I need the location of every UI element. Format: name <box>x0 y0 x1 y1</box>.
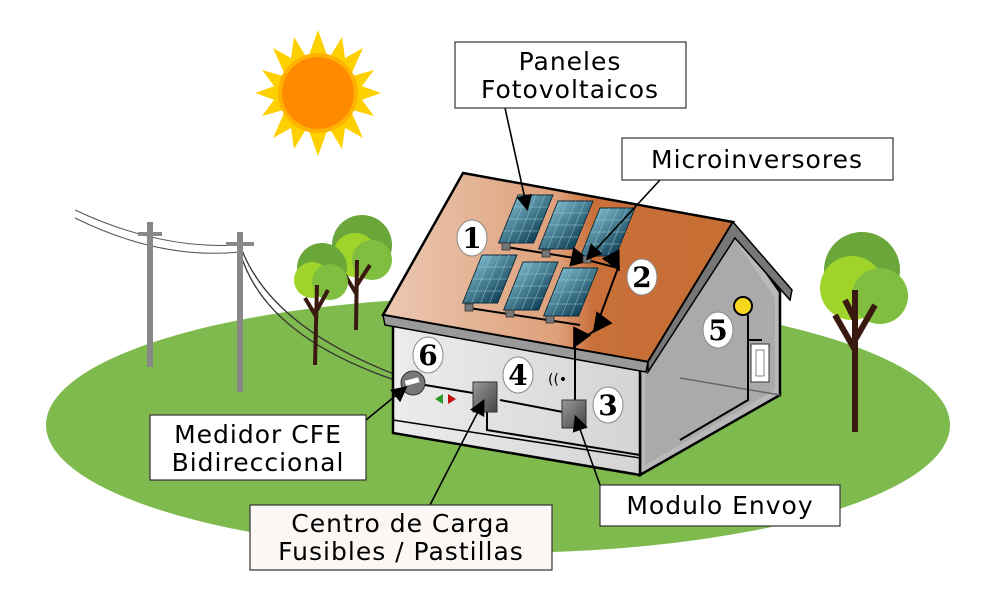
label-paneles-fotovoltaicos: Paneles Fotovoltaicos <box>454 41 687 109</box>
import-arrow-icon <box>435 394 443 404</box>
label-modulo-envoy: Modulo Envoy <box>599 484 841 527</box>
number-marker-6: 6 <box>412 336 444 374</box>
svg-text:Modulo Envoy: Modulo Envoy <box>626 491 813 520</box>
svg-text:Centro de Carga: Centro de Carga <box>291 509 510 538</box>
label-microinversores: Microinversores <box>621 137 894 181</box>
envoy-module <box>561 399 587 429</box>
number-marker-3: 3 <box>592 386 624 424</box>
label-centro-de-carga: Centro de Carga Fusibles / Pastillas <box>249 504 553 571</box>
svg-text:Fusibles / Pastillas: Fusibles / Pastillas <box>278 537 524 566</box>
number-marker-2: 2 <box>626 258 658 296</box>
sun-icon <box>255 30 381 156</box>
wireless-icon: ((• <box>548 372 567 388</box>
svg-text:1: 1 <box>462 222 481 255</box>
number-marker-4: 4 <box>502 356 534 394</box>
svg-text:4: 4 <box>508 359 527 392</box>
svg-text:Microinversores: Microinversores <box>651 145 863 174</box>
utility-pole <box>147 222 153 367</box>
svg-text:Fotovoltaicos: Fotovoltaicos <box>481 75 659 104</box>
light-bulb <box>733 296 753 316</box>
svg-text:6: 6 <box>418 339 437 372</box>
svg-text:Bidireccional: Bidireccional <box>172 448 345 477</box>
svg-text:Paneles: Paneles <box>519 47 622 76</box>
label-medidor-cfe: Medidor CFE Bidireccional <box>149 414 367 481</box>
load-center <box>472 381 498 413</box>
number-marker-1: 1 <box>456 219 488 257</box>
number-marker-5: 5 <box>702 311 734 349</box>
power-lines <box>74 209 411 392</box>
solar-panels <box>461 194 636 317</box>
svg-text:2: 2 <box>632 261 651 294</box>
svg-text:3: 3 <box>598 389 617 422</box>
tree <box>820 232 908 432</box>
bidirectional-meter <box>400 370 426 396</box>
utility-pole <box>237 232 243 392</box>
tree <box>294 243 348 366</box>
export-arrow-icon <box>448 394 456 404</box>
svg-text:Medidor CFE: Medidor CFE <box>174 420 342 449</box>
svg-text:5: 5 <box>708 314 727 347</box>
power-outlet <box>750 343 770 383</box>
